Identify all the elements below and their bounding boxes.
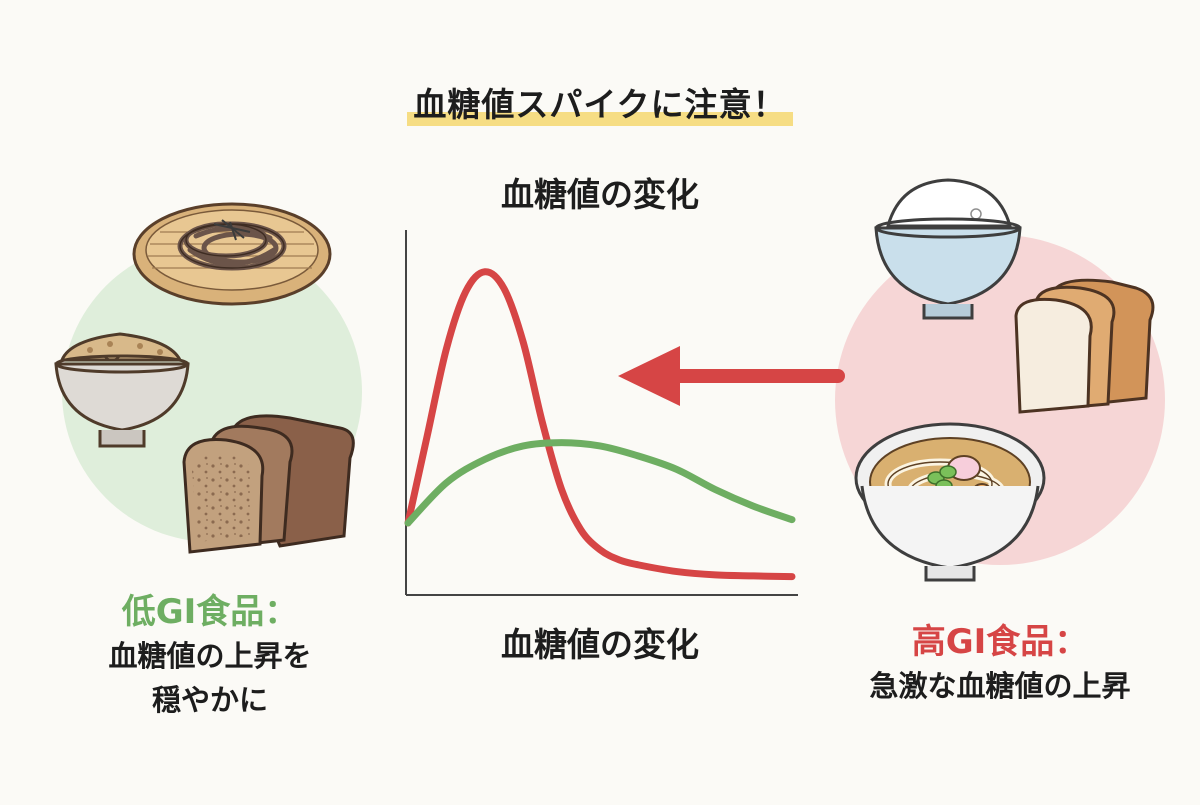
high-gi-heading: 高GI食品： (911, 622, 1089, 662)
low-gi-curve (404, 439, 796, 527)
chart-title: 血糖値の変化 (501, 175, 699, 214)
high-gi-caption: 高GI食品： 急激な血糖値の上昇 (800, 620, 1200, 708)
soba-icon (132, 202, 332, 306)
low-gi-heading: 低GI食品： (121, 592, 299, 632)
main-title: 血糖値スパイクに注意！ (407, 78, 794, 126)
title-wrapper: 血糖値スパイクに注意！ (0, 78, 1200, 126)
whole-wheat-bread-icon (182, 414, 355, 554)
high-gi-curve (404, 268, 796, 581)
blood-sugar-chart (404, 230, 798, 596)
direction-arrow (618, 346, 845, 406)
low-gi-line-2: 穏やかに (151, 683, 268, 717)
low-gi-line-1: 血糖値の上昇を (108, 639, 312, 673)
brown-rice-bowl-icon (54, 332, 190, 448)
low-gi-caption: 低GI食品： 血糖値の上昇を 穏やかに (30, 590, 390, 722)
udon-bowl-icon (854, 422, 1046, 582)
white-rice-bowl-icon (874, 178, 1022, 320)
x-axis-caption: 血糖値の変化 (501, 625, 699, 664)
high-gi-line-1: 急激な血糖値の上昇 (869, 669, 1131, 703)
white-bread-icon (1014, 278, 1155, 414)
